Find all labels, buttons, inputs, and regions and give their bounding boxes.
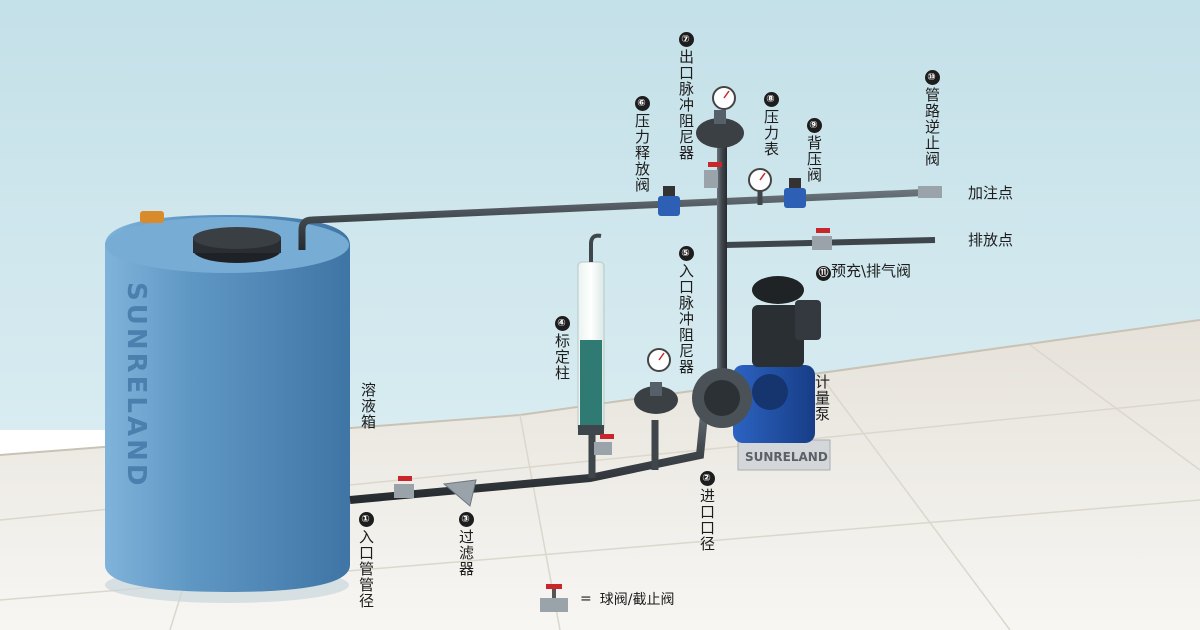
pump-base-brand-text: SUNRELAND (745, 450, 828, 464)
line-pressure-gauge (748, 168, 772, 205)
label-check-valve-number: ⑩ (924, 70, 940, 85)
label-inlet-port-text: 进口口径 (698, 488, 716, 552)
label-relief-valve-number: ⑥ (634, 96, 650, 111)
label-inlet-damper: ⑤ 入口脉冲阻尼器 (676, 246, 695, 375)
label-calibration-text: 标定柱 (553, 333, 571, 381)
calibration-column (577, 233, 605, 435)
label-check-valve-text: 管路逆止阀 (923, 87, 941, 167)
legend-text: 球阀/截止阀 (599, 592, 675, 608)
tank-brand-text: SUNRELAND (121, 282, 151, 488)
label-inlet-port-number: ② (699, 471, 715, 486)
label-inlet-pipe-text: 入口管管径 (357, 529, 375, 609)
label-outlet-damper: ⑦ 出口脉冲阻尼器 (676, 32, 695, 161)
legend-ball-valve-icon (540, 584, 568, 612)
label-prime-valve-text: 预充\排气阀 (831, 262, 912, 280)
label-drain-point: 排放点 (968, 231, 1014, 249)
ball-valves (394, 162, 832, 498)
label-pressure-gauge-text: 压力表 (762, 109, 780, 157)
label-relief-valve-text: 压力释放阀 (633, 113, 651, 193)
label-filter: ③ 过滤器 (456, 512, 475, 577)
discharge-vertical-pipe (717, 140, 727, 390)
legend: = 球阀/截止阀 (536, 584, 674, 614)
y-filter-icon (442, 479, 477, 507)
back-pressure-valve-icon (784, 188, 806, 208)
label-outlet-damper-text: 出口脉冲阻尼器 (677, 49, 695, 161)
tank-cap-icon (140, 211, 164, 223)
label-pressure-gauge-number: ⑧ (763, 92, 779, 107)
label-inlet-pipe-number: ① (358, 512, 374, 527)
label-pressure-gauge: ⑧ 压力表 (761, 92, 780, 157)
inlet-pulsation-damper (634, 348, 678, 414)
label-inlet-damper-text: 入口脉冲阻尼器 (677, 263, 695, 375)
tank-return-pipe (298, 188, 936, 250)
label-outlet-damper-number: ⑦ (678, 32, 694, 47)
label-inlet-pipe: ① 入口管管径 (356, 512, 375, 609)
label-calibration-column: ④ 标定柱 (552, 316, 571, 381)
label-filter-number: ③ (458, 512, 474, 527)
label-inlet-damper-number: ⑤ (678, 246, 694, 261)
solution-tank: SUNRELAND (105, 211, 350, 603)
label-back-valve-number: ⑨ (806, 118, 822, 133)
label-back-pressure-valve: ⑨ 背压阀 (804, 118, 823, 183)
label-calibration-number: ④ (554, 316, 570, 331)
label-check-valve: ⑩ 管路逆止阀 (922, 70, 941, 167)
label-relief-valve: ⑥ 压力释放阀 (632, 96, 651, 193)
label-pump: 计量泵 (813, 374, 831, 422)
label-dosing-point: 加注点 (968, 184, 1014, 202)
label-inlet-port: ② 进口口径 (697, 471, 716, 552)
metering-pump: SUNRELAND (692, 276, 831, 471)
label-prime-valve-number: ⑪ (816, 266, 831, 281)
outlet-pulsation-damper (696, 86, 744, 148)
label-filter-text: 过滤器 (457, 529, 475, 577)
relief-valve-icon (658, 196, 680, 216)
label-tank: 溶液箱 (359, 382, 377, 430)
legend-equals: = (580, 591, 592, 607)
label-back-valve-text: 背压阀 (805, 135, 823, 183)
